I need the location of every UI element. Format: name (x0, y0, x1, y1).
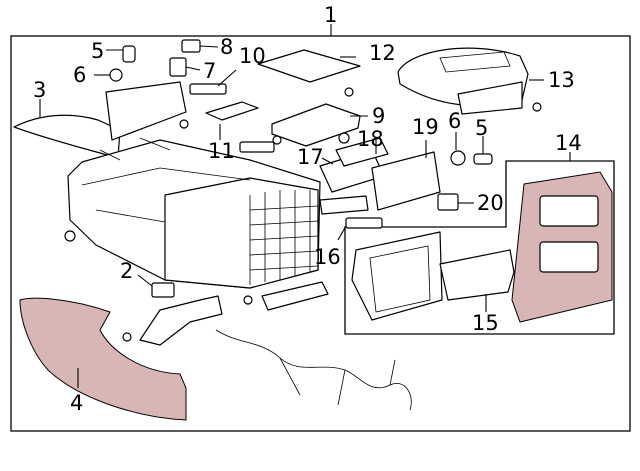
callout-6a: 6 (73, 63, 86, 87)
callout-7: 7 (203, 59, 216, 83)
part-19-cup-panel (371, 151, 441, 211)
part-10-mat (189, 83, 227, 95)
callout-17: 17 (297, 145, 324, 169)
callout-5b: 5 (475, 116, 488, 140)
subgroup-frame-14 (344, 160, 615, 335)
part-5-bulb-right (473, 153, 493, 165)
part-12-lid-mat (257, 49, 361, 83)
part-11-bracket (239, 141, 275, 153)
part-8-cap (181, 39, 201, 53)
callout-12: 12 (369, 41, 396, 65)
wiring-harness (215, 329, 412, 411)
callout-11: 11 (208, 139, 235, 163)
part-2-clip (151, 282, 175, 298)
callout-9: 9 (372, 104, 385, 128)
part-5-bulb-left (122, 45, 136, 63)
callout-18: 18 (357, 127, 384, 151)
callout-15: 15 (472, 311, 499, 335)
console-bracket (139, 295, 223, 346)
part-6-socket-right (450, 150, 466, 166)
upper-bezel (105, 81, 187, 141)
callout-3: 3 (33, 78, 46, 102)
callout-13: 13 (548, 68, 575, 92)
part-16-connector (345, 217, 383, 229)
part-6-socket-left (109, 68, 123, 82)
callout-4: 4 (70, 391, 83, 415)
callout-20: 20 (477, 191, 504, 215)
part-15-tray-insert (439, 249, 515, 301)
callout-6b: 6 (448, 109, 461, 133)
storage-bin (351, 231, 443, 321)
callout-19: 19 (412, 115, 439, 139)
callout-14: 14 (555, 131, 582, 155)
callout-labels: 1 2 3 4 5 5 6 6 7 8 9 10 11 12 13 14 15 … (33, 3, 582, 415)
part-3-armrest-trim (13, 114, 121, 159)
part-18-bezel (335, 137, 389, 167)
callout-10: 10 (239, 44, 266, 68)
part-9-tray (271, 103, 361, 147)
part-1-console-body (67, 137, 321, 289)
part-7-switch (169, 57, 187, 77)
assembly-frame (10, 35, 631, 432)
callout-1: 1 (324, 3, 337, 27)
callout-16: 16 (314, 245, 341, 269)
callout-5a: 5 (91, 39, 104, 63)
part-4-side-panel (19, 297, 187, 421)
part-11-liner (205, 101, 259, 121)
lower-switch-bank (261, 281, 329, 311)
part-20-usb-port (437, 193, 459, 211)
callout-8: 8 (220, 35, 233, 59)
callout-2: 2 (120, 259, 133, 283)
